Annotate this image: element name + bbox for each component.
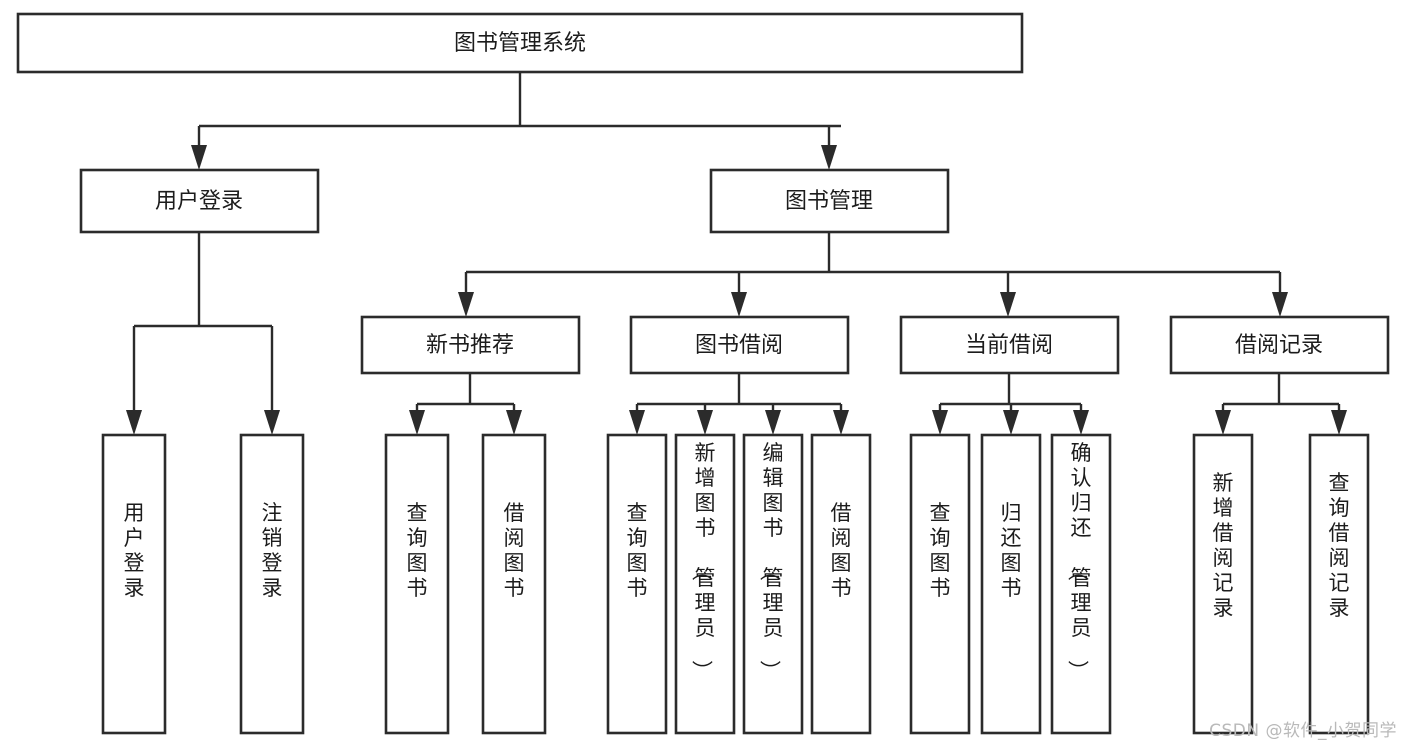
node-leaf-query-record[interactable]: 查询借阅记录 <box>1308 433 1370 735</box>
node-leaf-query-book-2-label: 查询图书 <box>627 501 648 600</box>
node-leaf-logout-box[interactable] <box>239 433 305 735</box>
connector-borrowrecord-to-leaves <box>1221 373 1341 417</box>
arrow-to-leaf-query-book-1 <box>409 410 425 435</box>
node-new-book-recommend[interactable]: 新书推荐 <box>360 315 581 375</box>
connector-bookborrow-to-leaves <box>635 373 843 417</box>
node-leaf-borrow-book-2-label: 借阅图书 <box>831 501 852 600</box>
arrow-to-leaf-return-book <box>1003 410 1019 435</box>
node-leaf-edit-book[interactable]: 编辑图书（管理员） <box>742 433 804 735</box>
connector-bookmgmt-to-level3 <box>464 232 1282 299</box>
node-leaf-add-book-box[interactable] <box>674 433 736 735</box>
arrow-to-leaf-query-record <box>1331 410 1347 435</box>
node-leaf-edit-book-box[interactable] <box>742 433 804 735</box>
connector-userlogin-to-leaves <box>132 232 274 417</box>
node-leaf-query-book-3-label: 查询图书 <box>930 501 951 600</box>
node-borrow-record[interactable]: 借阅记录 <box>1169 315 1390 375</box>
arrow-to-leaf-add-record <box>1215 410 1231 435</box>
node-leaf-borrow-book-1-label: 借阅图书 <box>504 501 525 600</box>
node-user-login-label: 用户登录 <box>155 189 243 214</box>
node-leaf-confirm-return[interactable]: 确认归还（管理员） <box>1050 433 1112 735</box>
node-book-management-box[interactable] <box>709 168 950 234</box>
node-leaf-return-book-box[interactable] <box>980 433 1042 735</box>
node-leaf-add-book[interactable]: 新增图书（管理员） <box>674 433 736 735</box>
arrowhead-layer <box>126 145 1347 435</box>
node-current-borrow[interactable]: 当前借阅 <box>899 315 1120 375</box>
node-leaf-query-book-2[interactable]: 查询图书 <box>606 433 668 735</box>
arrow-to-new-book-recommend <box>458 292 474 317</box>
node-book-borrow-label: 图书借阅 <box>695 333 783 358</box>
node-leaf-borrow-book-2-box[interactable] <box>810 433 872 735</box>
node-book-borrow-box[interactable] <box>629 315 850 375</box>
node-book-management[interactable]: 图书管理 <box>709 168 950 234</box>
node-leaf-user-login-label: 用户登录 <box>124 501 145 600</box>
node-leaf-return-book[interactable]: 归还图书 <box>980 433 1042 735</box>
arrow-to-book-management <box>821 145 837 170</box>
node-user-login[interactable]: 用户登录 <box>79 168 320 234</box>
arrow-to-current-borrow <box>1000 292 1016 317</box>
arrow-to-leaf-user-login <box>126 410 142 435</box>
node-root-label: 图书管理系统 <box>454 31 586 56</box>
arrow-to-leaf-logout <box>264 410 280 435</box>
node-leaf-borrow-book-1-box[interactable] <box>481 433 547 735</box>
node-leaf-user-login-box[interactable] <box>101 433 167 735</box>
node-root[interactable]: 图书管理系统 <box>16 12 1024 74</box>
node-leaf-logout-label: 注销登录 <box>262 501 283 600</box>
arrow-to-borrow-record <box>1272 292 1288 317</box>
arrow-to-leaf-borrow-book-1 <box>506 410 522 435</box>
node-leaf-logout[interactable]: 注销登录 <box>239 433 305 735</box>
connector-newbook-to-leaves <box>415 373 516 417</box>
node-book-management-label: 图书管理 <box>785 189 873 214</box>
connector-root-to-level2 <box>197 72 841 152</box>
arrow-to-leaf-edit-book <box>765 410 781 435</box>
node-leaf-query-book-1[interactable]: 查询图书 <box>384 433 450 735</box>
node-leaf-add-book-label: 新增图书（管理员） <box>690 441 716 681</box>
node-book-borrow[interactable]: 图书借阅 <box>629 315 850 375</box>
node-current-borrow-box[interactable] <box>899 315 1120 375</box>
node-leaf-query-book-3-box[interactable] <box>909 433 971 735</box>
arrow-to-leaf-add-book <box>697 410 713 435</box>
arrow-to-leaf-query-book-3 <box>932 410 948 435</box>
node-leaf-borrow-book-1[interactable]: 借阅图书 <box>481 433 547 735</box>
node-new-book-recommend-box[interactable] <box>360 315 581 375</box>
arrow-to-book-borrow <box>731 292 747 317</box>
node-user-login-box[interactable] <box>79 168 320 234</box>
node-current-borrow-label: 当前借阅 <box>965 333 1053 358</box>
node-leaf-confirm-return-box[interactable] <box>1050 433 1112 735</box>
arrow-to-leaf-confirm-return <box>1073 410 1089 435</box>
node-new-book-recommend-label: 新书推荐 <box>426 333 514 358</box>
node-root-box[interactable] <box>16 12 1024 74</box>
arrow-to-user-login <box>191 145 207 170</box>
node-borrow-record-box[interactable] <box>1169 315 1390 375</box>
node-leaf-query-book-1-label: 查询图书 <box>407 501 428 600</box>
node-leaf-return-book-label: 归还图书 <box>1001 501 1022 600</box>
node-leaf-edit-book-label: 编辑图书（管理员） <box>758 441 784 681</box>
node-borrow-record-label: 借阅记录 <box>1235 333 1323 358</box>
node-leaf-query-book-1-box[interactable] <box>384 433 450 735</box>
node-leaf-query-book-3[interactable]: 查询图书 <box>909 433 971 735</box>
node-leaf-query-book-2-box[interactable] <box>606 433 668 735</box>
node-leaf-query-record-label: 查询借阅记录 <box>1329 471 1350 620</box>
node-leaf-add-record-label: 新增借阅记录 <box>1213 471 1234 620</box>
node-leaf-query-record-box[interactable] <box>1308 433 1370 735</box>
node-leaf-add-record[interactable]: 新增借阅记录 <box>1192 433 1254 735</box>
node-leaf-borrow-book-2[interactable]: 借阅图书 <box>810 433 872 735</box>
arrow-to-leaf-borrow-book-2 <box>833 410 849 435</box>
node-leaf-confirm-return-label: 确认归还（管理员） <box>1066 441 1092 681</box>
node-leaf-user-login[interactable]: 用户登录 <box>101 433 167 735</box>
arrow-to-leaf-query-book-2 <box>629 410 645 435</box>
node-leaf-add-record-box[interactable] <box>1192 433 1254 735</box>
